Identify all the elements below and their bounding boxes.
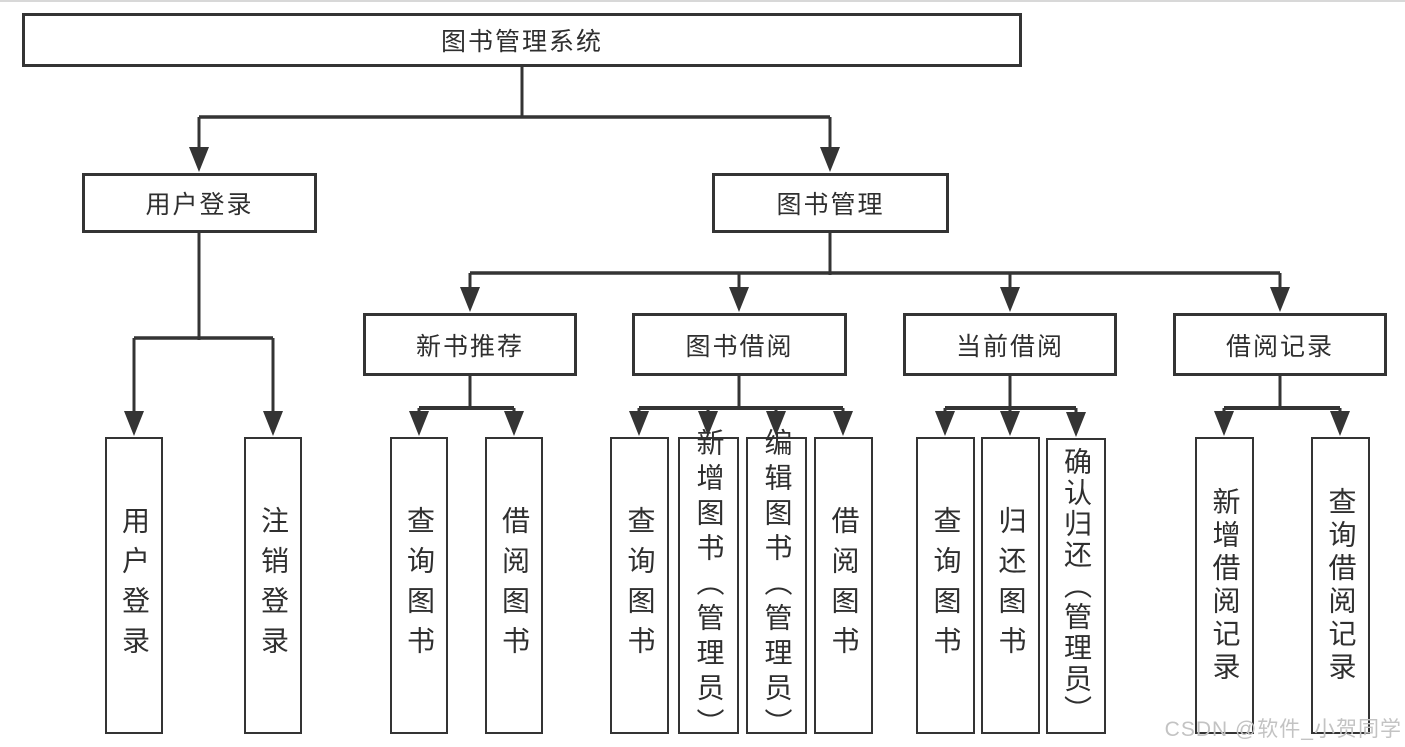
leaf-return-books: 归还图书 — [981, 437, 1040, 734]
node-user-login: 用户登录 — [82, 173, 317, 233]
leaf-add-borrow-record-label: 新增借阅记录 — [1209, 486, 1241, 685]
node-root: 图书管理系统 — [22, 13, 1022, 67]
arrowhead-icon — [935, 411, 955, 436]
leaf-newrec-query-books-label: 查询图书 — [404, 505, 435, 666]
leaf-newrec-borrow-books: 借阅图书 — [485, 437, 543, 734]
leaf-current-query-books: 查询图书 — [916, 437, 975, 734]
leaf-return-books-label: 归还图书 — [995, 505, 1027, 666]
leaf-edit-books-admin: 编辑图书（管理员） — [746, 428, 807, 743]
arrowhead-icon — [629, 411, 649, 436]
leaf-user-login-action-label: 用户登录 — [119, 505, 150, 666]
node-current-borrow: 当前借阅 — [903, 313, 1117, 376]
watermark: CSDN @软件_小贺同学 — [1164, 718, 1402, 741]
arrowhead-icon — [766, 411, 786, 436]
node-borrow-records: 借阅记录 — [1173, 313, 1387, 376]
node-book-borrow-label: 图书借阅 — [685, 332, 794, 361]
arrowhead-icon — [1330, 411, 1350, 436]
top-border-line — [0, 0, 1405, 2]
leaf-logout-action: 注销登录 — [244, 437, 302, 734]
node-current-borrow-label: 当前借阅 — [955, 332, 1064, 361]
leaf-add-books-admin-label: 新增图书（管理员） — [693, 428, 725, 743]
arrowhead-icon — [833, 411, 853, 436]
leaf-confirm-return-admin: 确认归还（管理员） — [1046, 438, 1106, 734]
leaf-logout-action-label: 注销登录 — [258, 505, 289, 666]
leaf-query-borrow-record: 查询借阅记录 — [1311, 437, 1370, 734]
arrowhead-icon — [1066, 412, 1086, 437]
leaf-borrow-query-books: 查询图书 — [610, 437, 669, 734]
arrowhead-icon — [460, 287, 480, 312]
arrowhead-icon — [1270, 287, 1290, 312]
arrowhead-icon — [729, 287, 749, 312]
arrowhead-icon — [409, 411, 429, 436]
arrowhead-icon — [1000, 287, 1020, 312]
leaf-newrec-borrow-books-label: 借阅图书 — [499, 505, 530, 666]
arrowhead-icon — [698, 411, 718, 436]
leaf-borrow-books-action-label: 借阅图书 — [828, 505, 860, 666]
node-book-borrow: 图书借阅 — [632, 313, 847, 376]
node-new-book-recommend-label: 新书推荐 — [415, 332, 524, 361]
node-borrow-records-label: 借阅记录 — [1225, 332, 1334, 361]
node-new-book-recommend: 新书推荐 — [363, 313, 577, 376]
leaf-borrow-books-action: 借阅图书 — [814, 437, 873, 734]
arrowhead-icon — [504, 411, 524, 436]
node-book-management-label: 图书管理 — [776, 191, 885, 219]
leaf-edit-books-admin-label: 编辑图书（管理员） — [761, 428, 793, 743]
arrowhead-icon — [1000, 411, 1020, 436]
arrowhead-icon — [1214, 411, 1234, 436]
leaf-current-query-books-label: 查询图书 — [930, 505, 962, 666]
arrowhead-icon — [820, 147, 840, 172]
leaf-add-books-admin: 新增图书（管理员） — [678, 428, 739, 743]
leaf-add-borrow-record: 新增借阅记录 — [1195, 437, 1254, 734]
leaf-confirm-return-admin-label: 确认归还（管理员） — [1061, 446, 1092, 726]
leaf-query-borrow-record-label: 查询借阅记录 — [1325, 486, 1357, 685]
leaf-newrec-query-books: 查询图书 — [390, 437, 448, 734]
arrowhead-icon — [263, 411, 283, 436]
node-user-login-label: 用户登录 — [145, 191, 254, 219]
node-root-label: 图书管理系统 — [440, 28, 603, 56]
leaf-user-login-action: 用户登录 — [105, 437, 163, 734]
arrowhead-icon — [189, 147, 209, 172]
node-book-management: 图书管理 — [712, 173, 949, 233]
leaf-borrow-query-books-label: 查询图书 — [624, 505, 656, 666]
arrowhead-icon — [124, 411, 144, 436]
